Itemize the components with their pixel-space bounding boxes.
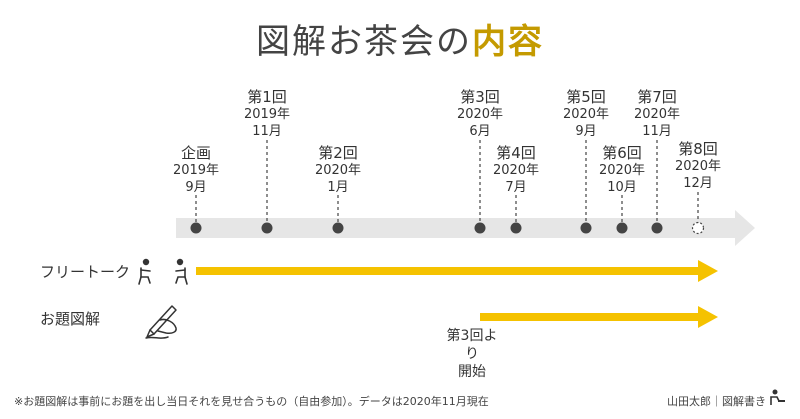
milestone-month: 10月 <box>607 180 637 195</box>
milestone-year: 2020年 <box>633 107 681 122</box>
milestone-month: 12月 <box>683 176 713 191</box>
title-main: 図解お茶会の <box>256 22 472 62</box>
milestone-dot <box>651 222 663 234</box>
milestone-5: 第5回 2020年 9月 <box>546 89 626 140</box>
milestone-year: 2020年 <box>674 159 722 174</box>
milestone-year: 2020年 <box>456 107 504 122</box>
author-credit: 山田太郎｜図解書き <box>667 395 766 408</box>
milestone-6: 第6回 2020年 10月 <box>582 145 662 196</box>
milestone-year: 2020年 <box>562 107 610 122</box>
note-line: 第3回より <box>446 328 498 362</box>
milestone-year: 2019年 <box>243 107 291 122</box>
milestone-7: 第7回 2020年 11月 <box>617 89 697 140</box>
milestone-name: 第7回 <box>637 88 677 106</box>
milestone-dot <box>474 222 486 234</box>
milestone-1: 第1回 2019年 11月 <box>227 89 307 140</box>
milestone-month: 9月 <box>575 124 597 139</box>
milestone-dot <box>332 222 344 234</box>
milestone-year: 2019年 <box>172 163 220 178</box>
milestone-dot-future <box>691 221 705 235</box>
milestone-dot <box>261 222 273 234</box>
milestone-month: 1月 <box>327 180 349 195</box>
milestone-month: 9月 <box>185 180 207 195</box>
milestone-month: 6月 <box>469 124 491 139</box>
free-talk-arrow <box>196 260 718 282</box>
milestone-name: 第6回 <box>602 144 642 162</box>
milestone-dot <box>510 222 522 234</box>
topic-arrow <box>480 306 718 328</box>
note-line: 開始 <box>458 364 486 380</box>
milestone-name: 企画 <box>180 144 211 162</box>
milestone-3: 第3回 2020年 6月 <box>440 89 520 140</box>
milestone-month: 11月 <box>252 124 282 139</box>
milestone-8: 第8回 2020年 12月 <box>658 141 738 192</box>
milestone-kikaku: 企画 2019年 9月 <box>156 145 236 196</box>
milestone-name: 第1回 <box>247 88 287 106</box>
milestone-year: 2020年 <box>598 163 646 178</box>
person-at-desk-icon <box>770 389 785 405</box>
milestone-dot <box>616 222 628 234</box>
title-accent: 内容 <box>472 22 544 62</box>
milestone-name: 第4回 <box>496 144 536 162</box>
milestone-4: 第4回 2020年 7月 <box>476 145 556 196</box>
milestone-2: 第2回 2020年 1月 <box>298 145 378 196</box>
milestone-year: 2020年 <box>492 163 540 178</box>
start-note: 第3回より 開始 <box>442 327 502 381</box>
hand-writing-icon <box>145 305 177 339</box>
track-label-topic-diagram: お題図解 <box>40 310 101 328</box>
milestone-dot <box>190 222 202 234</box>
timeline-arrow <box>176 210 755 246</box>
milestone-name: 第8回 <box>678 140 718 158</box>
milestone-name: 第3回 <box>460 88 500 106</box>
footnote: ※お題図解は事前にお題を出し当日それを見せ合うもの（自由参加）。データは2020… <box>14 395 489 408</box>
milestone-month: 7月 <box>505 180 527 195</box>
milestone-dot <box>580 222 592 234</box>
milestone-year: 2020年 <box>314 163 362 178</box>
page-title: 図解お茶会の内容 <box>0 14 800 63</box>
milestone-month: 11月 <box>642 124 672 139</box>
two-people-talking-icon <box>138 258 188 285</box>
milestone-name: 第5回 <box>566 88 606 106</box>
milestone-name: 第2回 <box>318 144 358 162</box>
track-label-free-talk: フリートーク <box>40 263 131 281</box>
